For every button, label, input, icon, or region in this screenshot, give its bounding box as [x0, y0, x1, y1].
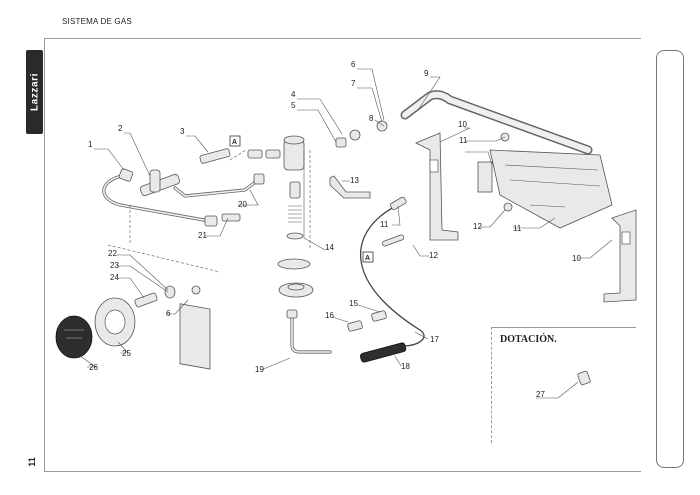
callout-12a: 12	[473, 222, 482, 231]
ref-label-a2: A	[365, 255, 370, 262]
ref-label-a1: A	[232, 139, 237, 146]
callout-19: 19	[255, 365, 264, 374]
callout-9: 9	[424, 69, 429, 78]
dotacion-title: DOTACIÓN.	[500, 334, 557, 345]
thermocouple	[359, 196, 425, 347]
gas-tube-assembly	[102, 168, 265, 227]
callout-13: 13	[350, 176, 359, 185]
callout-6a: 6	[351, 60, 356, 69]
ref-box-a1	[229, 135, 241, 147]
diagram-frame	[44, 38, 641, 472]
callout-11c: 11	[513, 224, 522, 233]
callout-14: 14	[325, 243, 334, 252]
callout-8: 8	[369, 114, 374, 123]
callout-4: 4	[291, 90, 296, 99]
burner-tray	[477, 132, 613, 229]
callout-10b: 10	[572, 254, 581, 263]
dotacion-box	[491, 327, 636, 443]
callout-17: 17	[430, 335, 439, 344]
callout-23: 23	[110, 261, 119, 270]
callout-24: 24	[110, 273, 119, 282]
brand-logo: Lazzari	[26, 50, 43, 134]
t-fitting	[139, 169, 181, 197]
callout-10a: 10	[458, 120, 467, 129]
callout-25: 25	[122, 349, 131, 358]
callout-numbers: 1 2 3 4 5 6 7 8 9 10 11 13 14 15 16 17 1…	[88, 60, 581, 374]
callout-12b: 12	[429, 251, 438, 260]
callout-15: 15	[349, 299, 358, 308]
small-bracket	[329, 175, 371, 199]
callout-7: 7	[351, 79, 356, 88]
knob-assembly	[55, 285, 211, 370]
callout-5: 5	[291, 101, 296, 110]
callout-11a: 11	[459, 136, 468, 145]
side-tab	[656, 50, 684, 468]
injector	[199, 148, 231, 164]
callout-18: 18	[401, 362, 410, 371]
valve-column	[247, 135, 314, 298]
callout-3: 3	[180, 127, 185, 136]
callout-21: 21	[198, 231, 207, 240]
callout-11b: 11	[380, 220, 389, 229]
callout-16: 16	[325, 311, 334, 320]
mounting-brackets	[415, 132, 637, 303]
leader-lines	[79, 68, 613, 371]
page-header-title: SISTEMA DE GAS	[62, 17, 132, 26]
bent-pipe	[286, 309, 332, 354]
callout-26: 26	[89, 363, 98, 372]
ref-box-a2	[362, 251, 374, 263]
burner-tube	[335, 90, 593, 155]
callout-22: 22	[108, 249, 117, 258]
callout-2: 2	[118, 124, 123, 133]
igniter	[347, 310, 407, 363]
callout-20: 20	[238, 200, 247, 209]
dotacion-part: 27	[536, 370, 591, 399]
callout-1: 1	[88, 140, 93, 149]
callout-6b: 6	[166, 309, 171, 318]
callout-27: 27	[536, 390, 545, 399]
